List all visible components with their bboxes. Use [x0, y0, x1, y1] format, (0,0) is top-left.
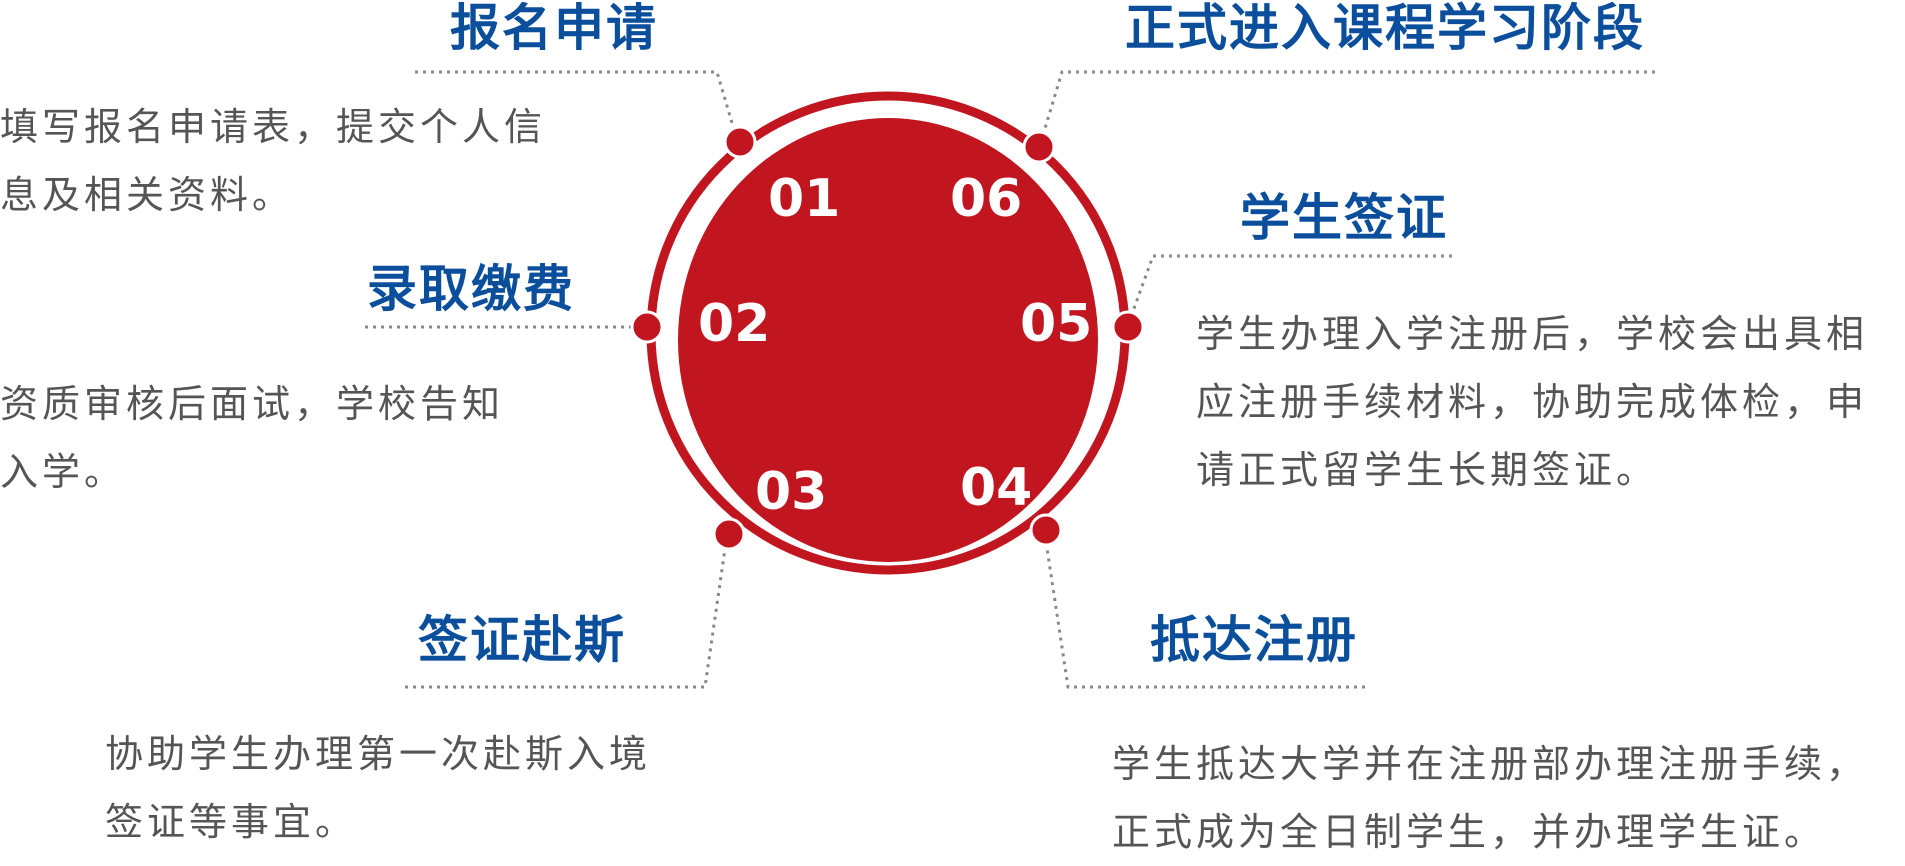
step-number-06: 06 [950, 169, 1023, 229]
leader-line-05 [1126, 254, 1452, 326]
step-number-04: 04 [960, 458, 1033, 518]
step-number-01: 01 [768, 169, 841, 229]
step-title-03: 签证赴斯 [418, 611, 626, 669]
step-description-03: 协助学生办理第一次赴斯入境 签证等事宜。 [105, 732, 652, 844]
leader-line-03 [405, 534, 729, 689]
node-dot-01 [723, 125, 757, 159]
step-title-06: 正式进入课程学习阶段 [1125, 0, 1645, 57]
node-dot-03 [712, 517, 746, 551]
step-title-04: 抵达注册 [1150, 611, 1358, 669]
leader-line-06 [1038, 70, 1655, 146]
step-description-04: 学生抵达大学并在注册部办理注册手续， 正式成为全日制学生，并办理学生证。 [1112, 742, 1869, 854]
step-description-01: 填写报名申请表，提交个人信 息及相关资料。 [0, 105, 547, 217]
step-number-05: 05 [1020, 294, 1093, 354]
step-description-02: 资质审核后面试，学校告知 入学。 [0, 382, 505, 494]
leader-line-04 [1043, 534, 1365, 689]
node-dot-05 [1111, 310, 1145, 344]
step-number-02: 02 [698, 294, 771, 354]
step-title-02: 录取缴费 [367, 260, 575, 318]
node-dot-04 [1029, 513, 1063, 547]
center-disc [678, 118, 1098, 562]
step-description-05: 学生办理入学注册后，学校会出具相 应注册手续材料，协助完成体检，申 请正式留学生… [1196, 312, 1869, 492]
node-dot-02 [630, 310, 664, 344]
step-title-05: 学生签证 [1240, 189, 1448, 247]
step-number-03: 03 [755, 462, 828, 522]
node-dot-06 [1022, 130, 1056, 164]
step-title-01: 报名申请 [450, 0, 658, 57]
